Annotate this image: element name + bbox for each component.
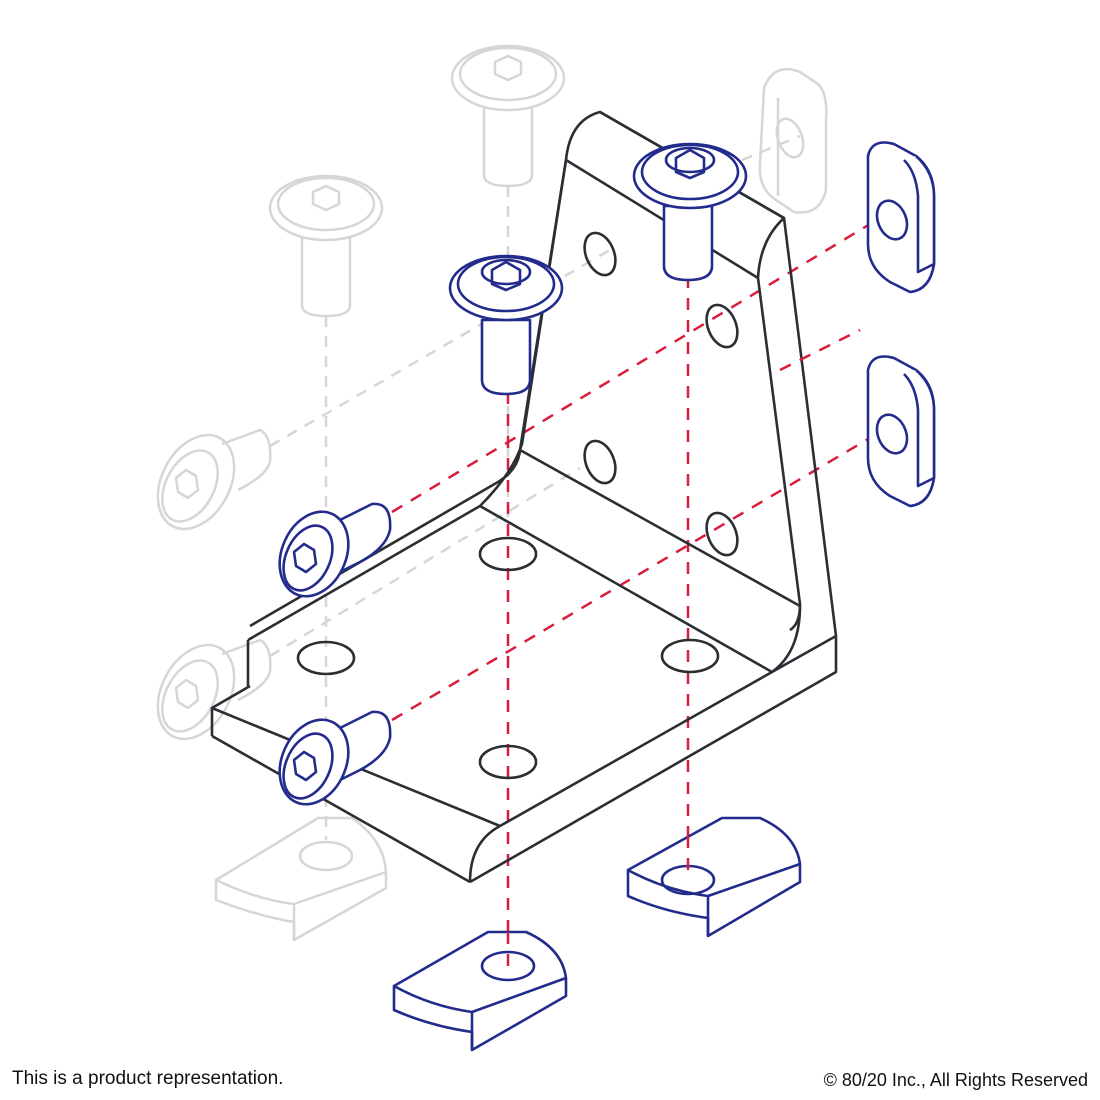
t-nut-icon	[866, 355, 936, 508]
ghost-screw-icon	[450, 44, 566, 188]
button-head-socket-screw-icon	[278, 502, 392, 598]
ghost-screw-icon	[156, 638, 272, 741]
button-head-socket-screw-icon	[448, 254, 564, 396]
button-head-socket-screw-icon	[278, 710, 392, 806]
button-head-socket-screw-icon	[632, 142, 748, 282]
ghost-t-nut-icon	[214, 816, 388, 942]
copyright-text: © 80/20 Inc., All Rights Reserved	[823, 1070, 1088, 1090]
t-nut-icon	[626, 816, 802, 938]
ghost-screw-icon	[156, 428, 272, 531]
t-nut-icon	[392, 930, 568, 1052]
disclaimer-text: This is a product representation.	[12, 1068, 284, 1089]
assembly-guide-lines-front	[506, 328, 861, 966]
ghost-screw-icon	[268, 174, 384, 318]
t-nut-icon	[866, 141, 936, 294]
assembly-guide-lines	[391, 216, 881, 960]
ghost-t-nut-icon	[758, 68, 828, 214]
blue-hardware	[278, 141, 936, 1052]
